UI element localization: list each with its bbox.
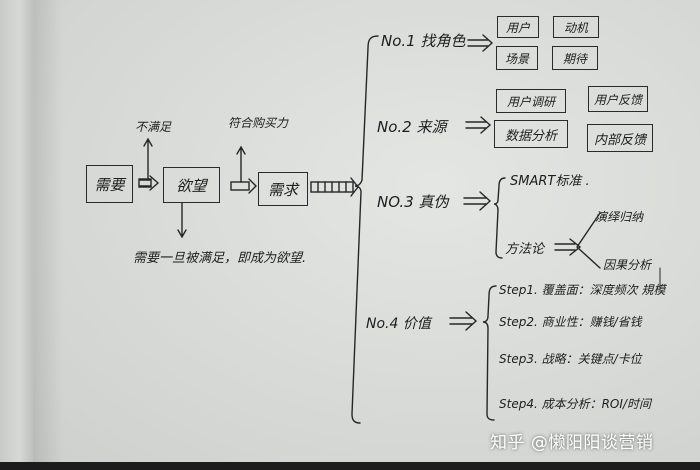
table-surface bbox=[0, 462, 700, 470]
branch-no3-label: NO.3 真伪 bbox=[377, 193, 449, 211]
purchasing-power-label: 符合购买力 bbox=[228, 116, 289, 130]
source-item-user-feedback: 用户反馈 bbox=[588, 86, 648, 112]
need-box: 需要 bbox=[86, 165, 133, 203]
role-item-label: 期待 bbox=[562, 51, 587, 66]
source-item-internal-feedback: 内部反馈 bbox=[587, 124, 653, 152]
source-item-label: 内部反馈 bbox=[593, 132, 646, 148]
value-step-2: Step2. 商业性：赚钱/省钱 bbox=[499, 315, 642, 329]
page-gutter-shadow bbox=[33, 0, 63, 462]
deduction-induction-label: 演绎归纳 bbox=[595, 210, 644, 224]
source-item-label: 用户调研 bbox=[506, 94, 555, 109]
source-item-user-research: 用户调研 bbox=[496, 89, 566, 113]
branch-no1-label: No.1 找角色 bbox=[381, 32, 466, 50]
role-item-expectation: 期待 bbox=[552, 46, 598, 70]
causal-analysis-label: 因果分析 bbox=[603, 258, 652, 272]
value-step-1: Step1. 覆盖面：深度频次 規模 bbox=[499, 283, 666, 297]
source-item-data-analysis: 数据分析 bbox=[494, 120, 568, 148]
role-item-label: 场景 bbox=[504, 51, 529, 66]
role-item-scene: 场景 bbox=[496, 46, 538, 70]
methodology-label: 方法论 bbox=[505, 242, 545, 257]
role-item-label: 用户 bbox=[505, 20, 530, 35]
value-step-4: Step4. 成本分析：ROI/时间 bbox=[499, 397, 651, 411]
source-item-label: 用户反馈 bbox=[593, 92, 642, 107]
need-to-desire-note: 需要一旦被满足，即成为欲望. bbox=[133, 251, 307, 266]
role-item-user: 用户 bbox=[497, 16, 539, 38]
value-step-3: Step3. 战略：关键点/卡位 bbox=[499, 352, 642, 366]
desire-label: 欲望 bbox=[176, 176, 207, 195]
need-label: 需要 bbox=[94, 175, 125, 194]
desire-box: 欲望 bbox=[163, 167, 220, 203]
branch-no4-label: No.4 价值 bbox=[366, 316, 431, 332]
demand-box: 需求 bbox=[258, 172, 308, 206]
zhihu-watermark: 知乎 @懒阳阳谈营销 bbox=[490, 433, 654, 453]
previous-page-edge bbox=[0, 0, 33, 470]
demand-label: 需求 bbox=[267, 180, 298, 199]
role-item-motive: 动机 bbox=[553, 16, 599, 38]
role-item-label: 动机 bbox=[563, 20, 588, 35]
unsatisfied-label: 不满足 bbox=[135, 120, 172, 134]
smart-criteria-label: SMART标准 . bbox=[510, 174, 590, 189]
source-item-label: 数据分析 bbox=[504, 128, 557, 144]
branch-no2-label: No.2 来源 bbox=[377, 118, 447, 136]
